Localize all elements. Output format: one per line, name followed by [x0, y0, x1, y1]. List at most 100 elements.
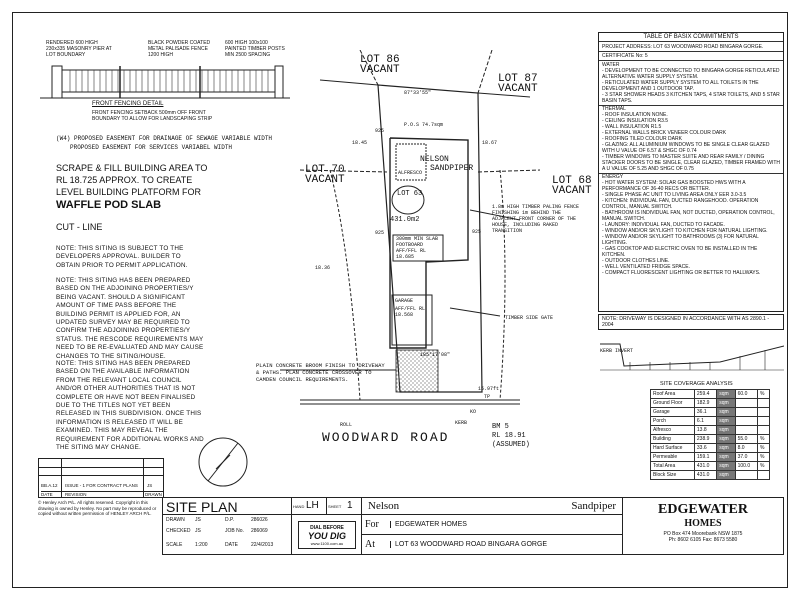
lot-70-status: VACANT [305, 174, 345, 186]
basix-title: TABLE OF BASIX COMMITMENTS [599, 33, 783, 42]
bm-assumed: (ASSUMED) [492, 441, 530, 449]
lot-70-name: LOT 70 [305, 164, 345, 176]
basix-energy-5: - WINDOW AND/OR SKYLIGHT TO KITCHEN FOR … [602, 228, 768, 234]
coverage-cell: 33.6 [693, 443, 718, 453]
dial-before-you-dig-logo: DIAL BEFORE YOU DIG www.1100.com.au [298, 521, 356, 549]
crossover-profile [600, 343, 784, 371]
rl-2: 18.45 [352, 140, 368, 146]
coverage-cell: Hard Surface [650, 443, 695, 453]
house-name-line-2: SANDPIPER [430, 164, 474, 173]
site-plan-title: SITE PLAN [166, 499, 238, 515]
lot-87-name: LOT 87 [498, 73, 538, 85]
bm-name: BM 5 [492, 423, 509, 431]
coverage-cell [734, 398, 758, 408]
basix-certificate: CERTIFICATE No: 5 [599, 52, 783, 61]
fence-detail-title: FRONT FENCING DETAIL [92, 101, 164, 107]
coverage-cell: % [756, 443, 771, 453]
bm-label: BM 5 RL 18.91 (ASSUMED) [492, 423, 530, 450]
easement-line-1: (W4) PROPOSED EASEMENT FOR DRAINAGE OF S… [56, 135, 273, 142]
coverage-cell [734, 470, 758, 480]
brand-phone: Ph: 8602 6105 Fax: 8673 5580 [668, 537, 738, 543]
lot-87-status: VACANT [498, 83, 538, 95]
house-name: NELSON SANDPIPER [420, 155, 473, 173]
coverage-cell: 431.0 [693, 470, 718, 480]
basix-energy-10: - COMPACT FLUORESCENT LIGHTING OR BETTER… [602, 270, 761, 276]
scrape-line-2: RL 18.725 APPROX. TO CREATE [56, 175, 193, 185]
lot-68-name: LOT 68 [552, 175, 592, 187]
basix-thermal-6: - TIMBER WINDOWS TO MASTER SUITE AND REA… [599, 154, 783, 174]
dial-bottom: YOU DIG [307, 531, 346, 541]
house-type-title: Sandpiper [571, 500, 616, 512]
scrape-line-3: LEVEL BUILDING PLATFORM FOR [56, 187, 202, 197]
boundary-top-bearing: 87°33'55" [404, 90, 432, 96]
dim-925-3: 925 [472, 229, 482, 235]
pos-label: P.O.S 74.7sqm [404, 122, 444, 128]
fence-left-note: RENDERED 600 HIGH 230x335 MASONRY PIER A… [46, 40, 112, 58]
basix-thermal-5: - GLAZING: ALL ALUMINIUM WINDOWS TO BE S… [602, 142, 770, 154]
job-value: 286069 [251, 528, 268, 534]
basix-energy-4: - LAUNDRY: INDIVIDUAL FAN, DUCTED TO FAC… [602, 222, 725, 228]
at-value: LOT 63 WOODWARD ROAD BINGARA GORGE [390, 541, 547, 548]
coverage-cell: sqm [716, 398, 736, 408]
lot-86-label: LOT 86 VACANT [360, 55, 400, 76]
rev-head-drawn: DRAWN [145, 492, 162, 497]
copyright-note: © Henley Arch P/L. All rights reserved. … [38, 500, 157, 516]
rl-3: 18.67 [482, 140, 498, 146]
note-3: NOTE: THIS SITING HAS BEEN PREPARED BASE… [56, 360, 204, 452]
rev-row-1-date: BB.A.12 [41, 483, 58, 488]
scale-label: SCALE [166, 542, 183, 548]
date-label: DATE [225, 542, 238, 548]
basix-thermal-0: - ROOF INSULATION NONE. [602, 112, 668, 118]
fence-bottom-note: FRONT FENCING SETBACK 500mm OFF FRONT BO… [92, 110, 213, 122]
coverage-cell: Ground Floor [650, 398, 695, 408]
lot-63-area: 431.0m2 [390, 216, 420, 224]
for-label: For [365, 519, 379, 530]
basix-thermal-head: THERMAL [602, 106, 626, 112]
date-value: 22/4/2013 [251, 542, 274, 548]
coverage-cell [734, 416, 758, 426]
coverage-cell [756, 425, 771, 435]
checked-label: CHECKED [166, 528, 191, 534]
coverage-cell: 259.4 [693, 389, 718, 399]
coverage-cell: sqm [716, 461, 736, 471]
lot-63-name: LOT 63 [397, 190, 423, 198]
brand-name: EDGEWATER [658, 502, 748, 517]
coverage-cell: Porch [650, 416, 695, 426]
rev-head-date: DATE [41, 491, 163, 498]
coverage-cell: Building [650, 434, 695, 444]
coverage-cell: 60.0 [734, 389, 758, 399]
rev-head-rev: REVISION [65, 492, 87, 497]
boundary-front-bearing: 185°17'08" [420, 352, 451, 358]
drawing-sheet [12, 12, 788, 588]
garage-label: GARAGE [395, 298, 414, 304]
dim-925-1: 925 [375, 128, 385, 134]
bm-rl: RL 18.91 [492, 432, 526, 440]
coverage-cell [756, 407, 771, 417]
timber-gate-label: TIMBER SIDE GATE [505, 315, 554, 321]
coverage-cell: % [756, 434, 771, 444]
coverage-cell [756, 398, 771, 408]
coverage-cell [756, 470, 771, 480]
title-block: SITE PLAN DRAWN JS CHECKED JS SCALE 1:20… [162, 497, 784, 555]
basix-thermal-3: - EXTERNAL WALLS BRICK VENEER COLOUR DAR… [602, 130, 727, 136]
note-1: NOTE: THIS SITING IS SUBJECT TO THE DEVE… [56, 245, 188, 269]
basix-thermal-1: - CEILING INSULATION R3.5 [602, 118, 669, 124]
coverage-cell: 37.0 [734, 452, 758, 462]
roll-label: ROLL [340, 422, 353, 428]
lot-86-status: VACANT [360, 64, 400, 76]
fence-mid-note: BLACK POWDER COATED METAL PALISADE FENCE… [148, 40, 211, 58]
basix-energy-head: ENERGY [602, 174, 624, 180]
coverage-cell [734, 407, 758, 417]
basix-energy-3: - BATHROOM IS INDIVIDUAL FAN, NOT DUCTED… [602, 210, 775, 222]
basix-energy-9: - WELL VENTILATED FRIDGE SPACE. [602, 264, 690, 270]
coverage-cell: sqm [716, 470, 736, 480]
easement-line-2: PROPOSED EASEMENT FOR SERVICES VARIABEL … [70, 144, 233, 151]
rl-1: 18.36 [315, 265, 331, 271]
basix-energy-6: - WINDOW AND/OR SKYLIGHT TO BATHROOMS (3… [602, 234, 759, 246]
sheet-value: 1 [347, 500, 353, 511]
rev-row-1-by: JS [147, 483, 153, 488]
for-value: EDGEWATER HOMES [390, 521, 467, 528]
